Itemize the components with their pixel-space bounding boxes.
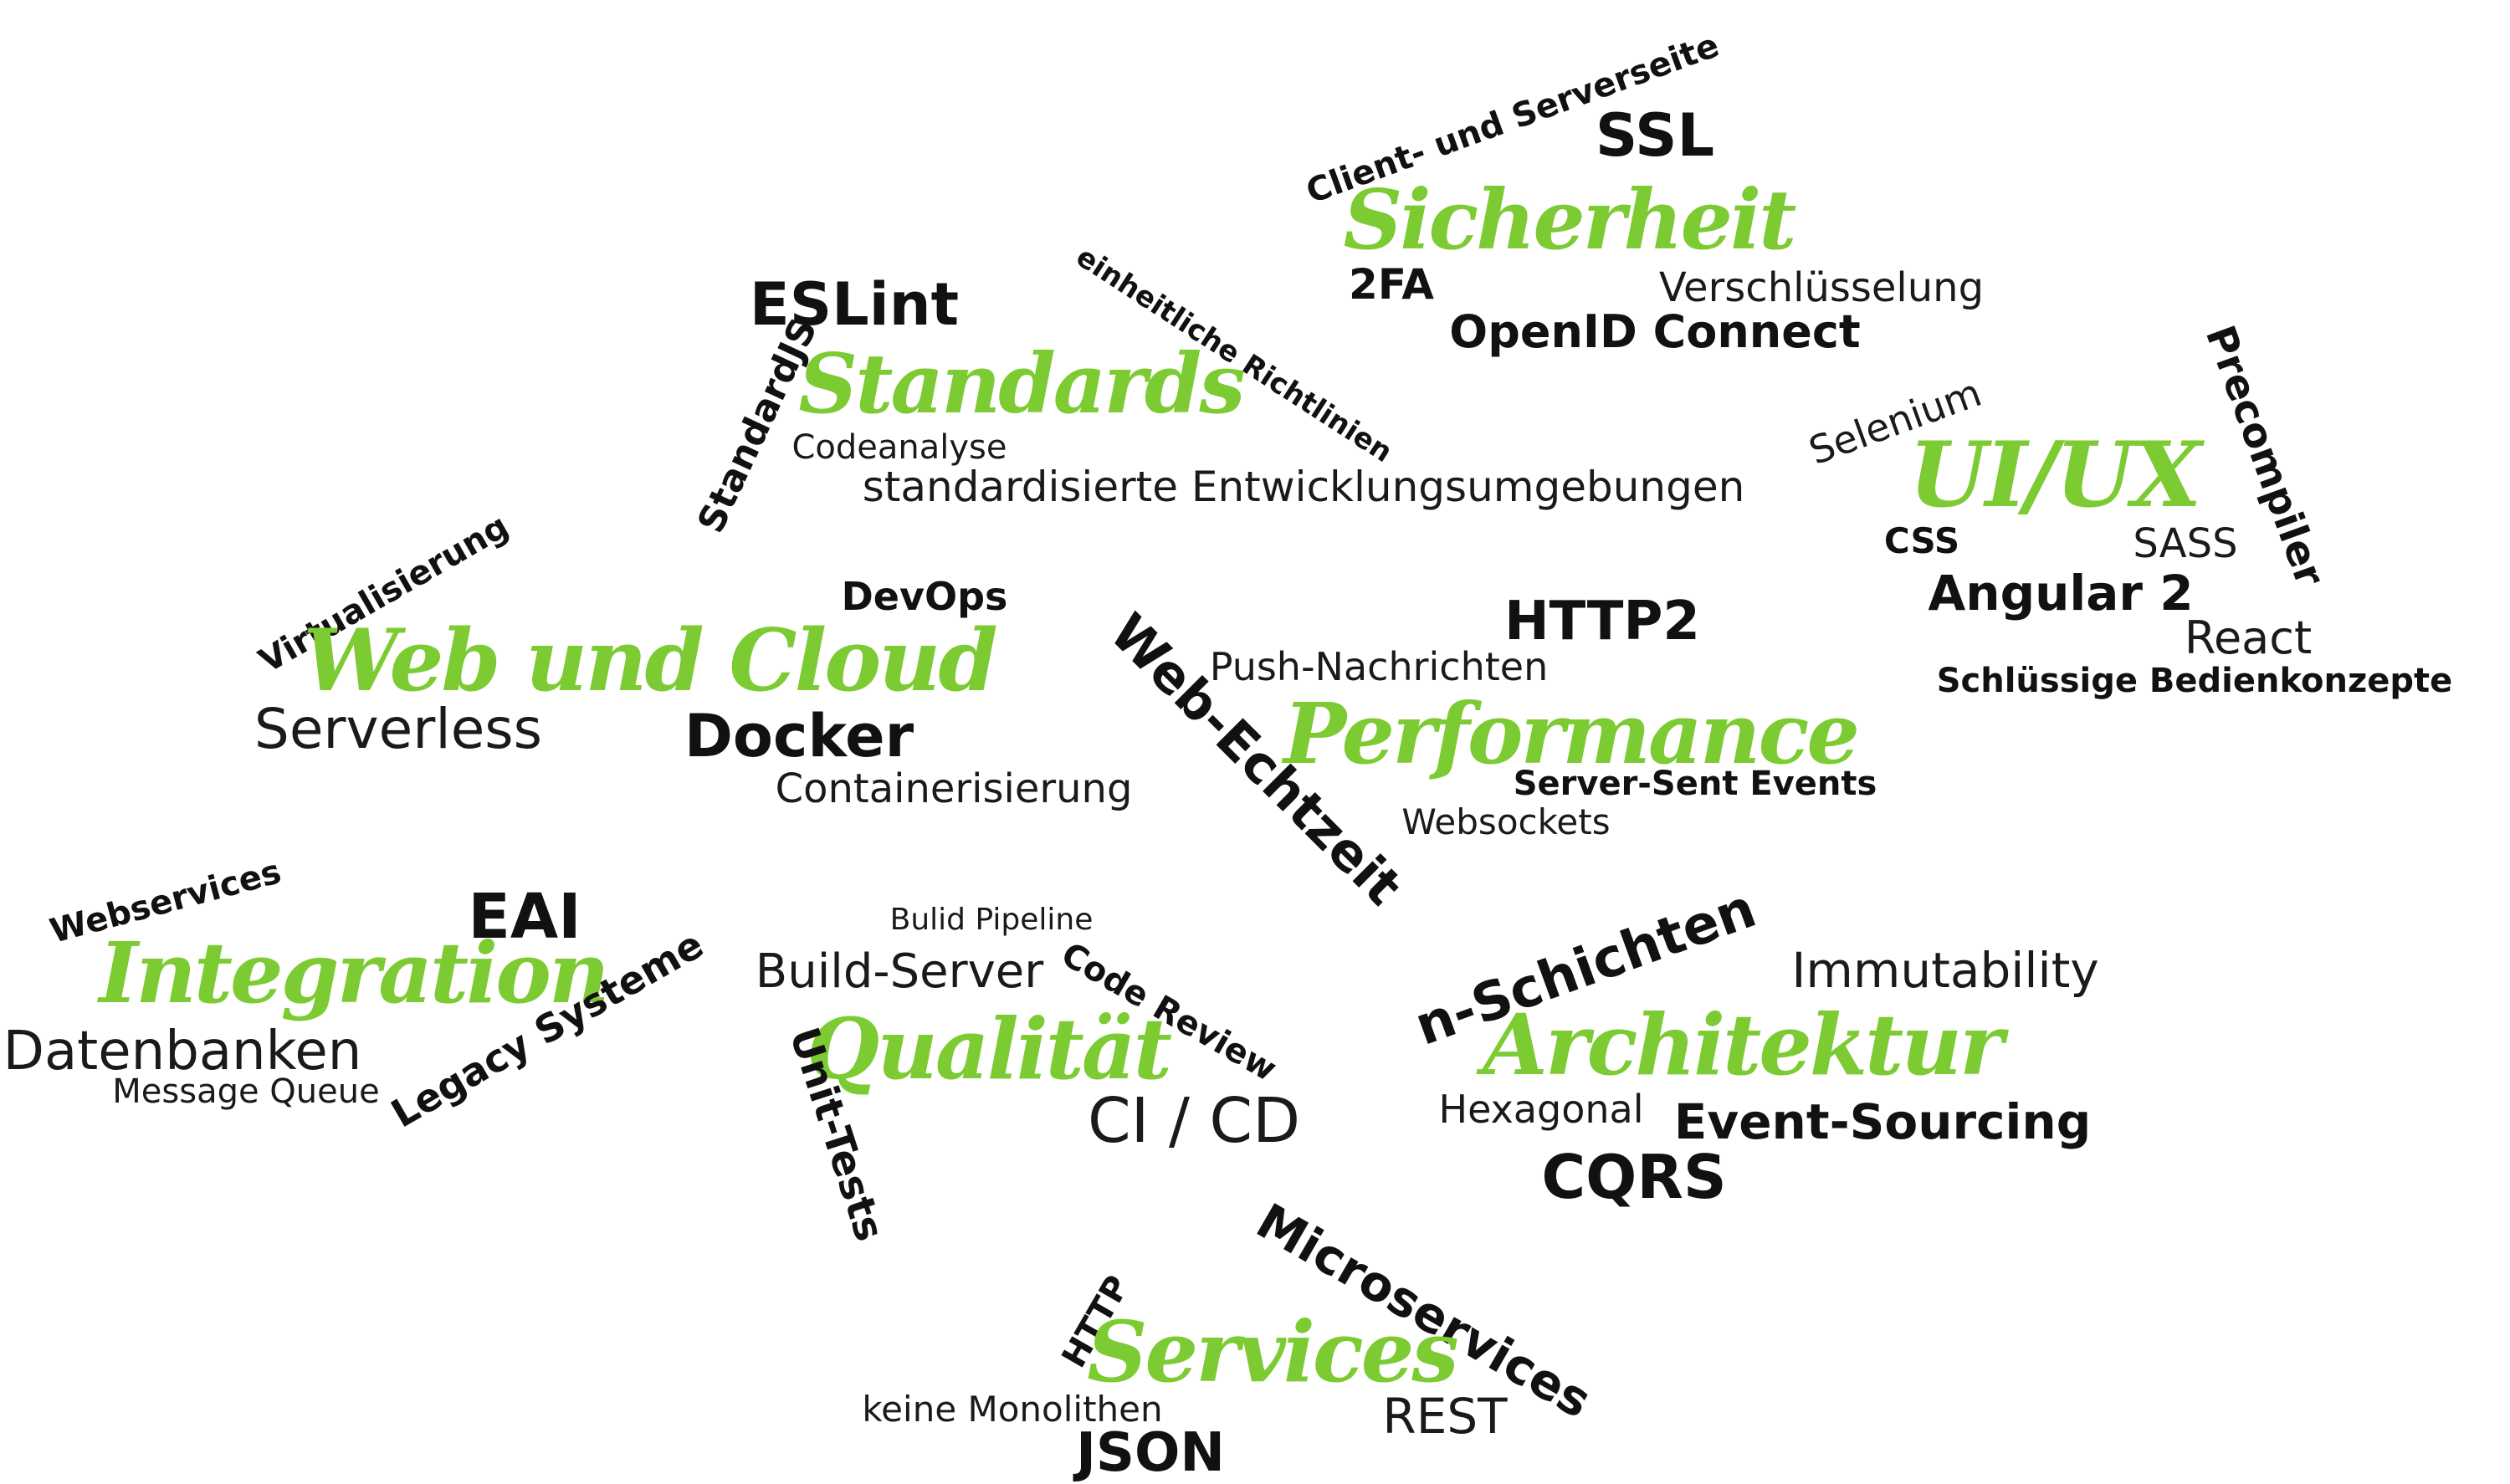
word-css: CSS	[1883, 520, 1960, 561]
word-json: JSON	[1076, 1422, 1225, 1484]
word-react: React	[2184, 612, 2313, 664]
word-push-nachrichten: Push-Nachrichten	[1209, 644, 1549, 689]
word-sicherheit: Sicherheit	[1343, 172, 1796, 269]
word-2fa: 2FA	[1349, 260, 1434, 309]
word-message-queue: Message Queue	[112, 1072, 380, 1111]
word-cqrs: CQRS	[1541, 1142, 1727, 1212]
word-angular-2: Angular 2	[1928, 565, 2194, 622]
word-build-server: Build-Server	[755, 944, 1044, 999]
word-serverless: Serverless	[254, 697, 543, 761]
word-devops: DevOps	[841, 574, 1008, 619]
word-hexagonal: Hexagonal	[1438, 1087, 1644, 1132]
word-architektur: Architektur	[1483, 995, 2004, 1094]
word-server-sent-events: Server-Sent Events	[1513, 765, 1877, 803]
word-codeanalyse: Codeanalyse	[791, 428, 1007, 467]
word-qualitaet: Qualität	[807, 1000, 1172, 1098]
word-eai: EAI	[468, 881, 581, 953]
word-datenbanken: Datenbanken	[3, 1021, 362, 1082]
word-immutability: Immutability	[1791, 942, 2099, 999]
word-http2: HTTP2	[1504, 591, 1700, 652]
word-openid-connect: OpenID Connect	[1449, 305, 1861, 358]
word-schluessige-bedienkonzepte: Schlüssige Bedienkonzepte	[1936, 662, 2453, 700]
word-verschluesselung: Verschlüsselung	[1658, 264, 1985, 311]
word-rest: REST	[1382, 1388, 1508, 1445]
word-integration: Integration	[99, 924, 609, 1022]
word-event-sourcing: Event-Sourcing	[1673, 1093, 2092, 1150]
word-sass: SASS	[2133, 520, 2238, 567]
word-eslint: ESLint	[749, 270, 960, 339]
word-containerisierung: Containerisierung	[775, 765, 1133, 812]
word-docker: Docker	[684, 702, 914, 770]
word-bulid-pipeline: Bulid Pipeline	[889, 903, 1094, 937]
word-services: Services	[1087, 1302, 1458, 1401]
word-standardisierte-entwicklungsumgebungen: standardisierte Entwicklungsumgebungen	[862, 463, 1745, 511]
word-keine-monolithen: keine Monolithen	[862, 1389, 1163, 1430]
word-ci-cd: CI / CD	[1087, 1085, 1301, 1157]
word-ssl: SSL	[1595, 101, 1715, 170]
word-standards: Standards	[798, 336, 1245, 432]
word-web-und-cloud: Web und Cloud	[303, 611, 998, 711]
word-ui-ux: UI/UX	[1908, 422, 2201, 528]
word-performance: Performance	[1283, 684, 1860, 783]
word-websockets: Websockets	[1401, 801, 1611, 842]
